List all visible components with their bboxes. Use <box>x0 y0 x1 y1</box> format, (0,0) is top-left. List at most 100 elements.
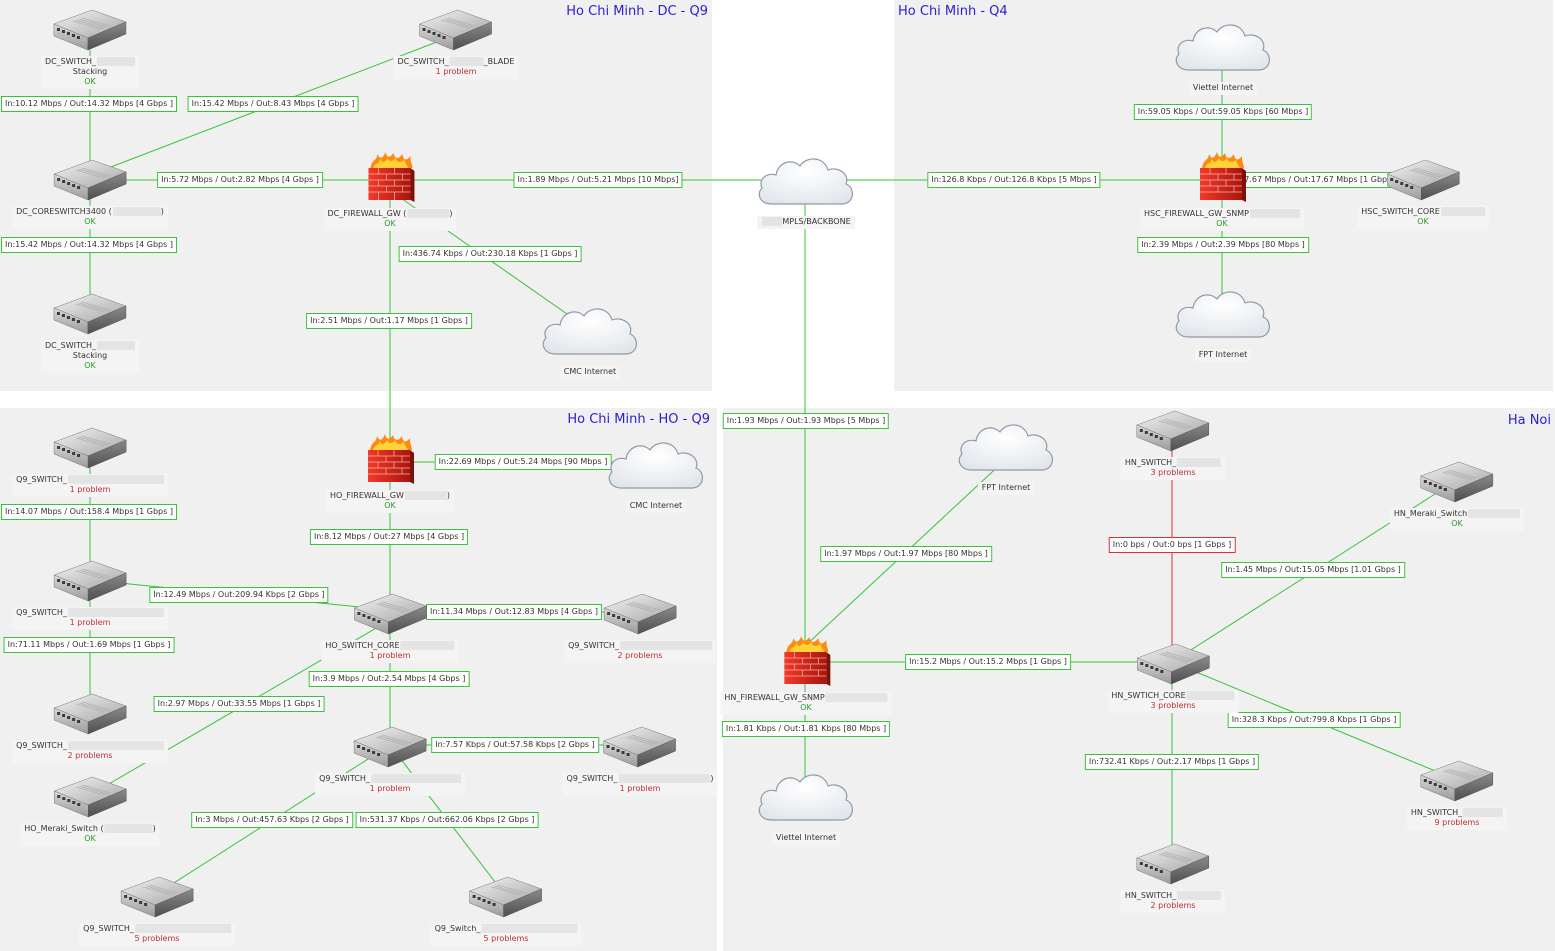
node-ho-q9-switch-bottom-left[interactable]: Q9_SWITCH_ 5 problems <box>79 873 235 946</box>
node-dc-firewall[interactable]: DC_FIREWALL_GW () OK <box>323 152 457 231</box>
link-label[interactable]: In:15.42 Mbps / Out:8.43 Mbps [4 Gbps ] <box>187 96 359 112</box>
node-name: HN_FIREWALL_GW_SNMP <box>724 693 888 703</box>
link-label-down[interactable]: In:0 bps / Out:0 bps [1 Gbps ] <box>1108 537 1236 553</box>
node-hn-switch-core[interactable]: HN_SWTICH_CORE 3 problems <box>1107 640 1239 713</box>
node-ho-q9-switch-bottom-right[interactable]: Q9_Switch_ 5 problems <box>430 873 582 946</box>
node-caption: DC_SWITCH_ Stacking OK <box>40 340 140 373</box>
link-label[interactable]: In:15.42 Mbps / Out:14.32 Mbps [4 Gbps ] <box>1 237 177 253</box>
node-name: Viettel Internet <box>775 833 837 842</box>
link-label[interactable]: In:328.3 Kbps / Out:799.8 Kbps [1 Gbps ] <box>1227 712 1401 728</box>
network-switch-icon <box>52 557 128 607</box>
link-label[interactable]: In:11.34 Mbps / Out:12.83 Mbps [4 Gbps ] <box>426 604 602 620</box>
node-name: HSC_FIREWALL_GW_SNMP <box>1144 209 1301 219</box>
node-name: Q9_SWITCH_ <box>16 608 164 618</box>
link-label[interactable]: In:1.97 Mbps / Out:1.97 Mbps [80 Mbps ] <box>820 546 992 562</box>
node-dc-coreswitch[interactable]: DC_CORESWITCH3400 () OK <box>12 156 168 229</box>
network-switch-icon <box>352 590 428 640</box>
link-label[interactable]: In:2.51 Mbps / Out:1.17 Mbps [1 Gbps ] <box>306 313 472 329</box>
link-label[interactable]: In:126.8 Kbps / Out:126.8 Kbps [5 Mbps ] <box>927 172 1101 188</box>
node-q4-firewall[interactable]: HSC_FIREWALL_GW_SNMP OK <box>1139 152 1305 231</box>
link-label[interactable]: In:2.39 Mbps / Out:2.39 Mbps [80 Mbps ] <box>1137 237 1309 253</box>
link-label[interactable]: In:436.74 Kbps / Out:230.18 Kbps [1 Gbps… <box>398 246 582 262</box>
network-switch-icon <box>1385 156 1461 206</box>
node-hn-firewall[interactable]: HN_FIREWALL_GW_SNMP OK <box>720 636 892 715</box>
network-switch-icon <box>52 424 128 474</box>
link-label[interactable]: In:732.41 Kbps / Out:2.17 Mbps [1 Gbps ] <box>1084 754 1260 770</box>
link-label[interactable]: In:2.97 Mbps / Out:33.55 Mbps [1 Gbps ] <box>153 696 325 712</box>
node-hn-meraki-switch[interactable]: HN_Meraki_Switch OK <box>1389 458 1525 531</box>
node-dc-switch-blade[interactable]: DC_SWITCH__BLADE 1 problem <box>393 6 519 79</box>
node-name: HO_SWITCH_CORE <box>325 641 455 651</box>
node-ho-q9-switch-mid[interactable]: Q9_SWITCH_ 1 problem <box>315 723 465 796</box>
link-label[interactable]: In:22.69 Mbps / Out:5.24 Mbps [90 Mbps ] <box>434 454 612 470</box>
link-label[interactable]: In:1.81 Kbps / Out:1.81 Kbps [80 Mbps ] <box>721 721 891 737</box>
node-hn-fpt-internet[interactable]: FPT Internet <box>954 416 1058 495</box>
node-hn-switch-bottom[interactable]: HN_SWITCH_ 2 problems <box>1120 840 1226 913</box>
node-q4-switch-core[interactable]: HSC_SWITCH_CORE OK <box>1357 156 1489 229</box>
link-label[interactable]: In:7.57 Kbps / Out:57.58 Kbps [2 Gbps ] <box>431 737 599 753</box>
link-label[interactable]: In:10.12 Mbps / Out:14.32 Mbps [4 Gbps ] <box>1 96 177 112</box>
network-switch-icon <box>468 873 544 923</box>
node-caption: HO_SWITCH_CORE 1 problem <box>321 640 459 663</box>
cloud-icon <box>604 434 708 500</box>
node-dc-switch-stacking-2[interactable]: DC_SWITCH_ Stacking OK <box>40 290 140 373</box>
node-ho-q9-switch-3[interactable]: Q9_SWITCH_ 2 problems <box>12 690 168 763</box>
node-name: Q9_SWITCH_ <box>16 741 164 751</box>
node-caption: FPT Internet <box>1194 349 1252 362</box>
link-label[interactable]: In:59.05 Kbps / Out:59.05 Kbps [60 Mbps … <box>1133 104 1313 120</box>
cloud-icon <box>538 300 642 366</box>
link-label[interactable]: In:531.37 Kbps / Out:662.06 Kbps [2 Gbps… <box>355 812 539 828</box>
node-status: 1 problem <box>369 784 411 793</box>
link-label[interactable]: In:71.11 Mbps / Out:1.69 Mbps [1 Gbps ] <box>3 637 175 653</box>
node-caption: DC_SWITCH_ Stacking OK <box>40 56 140 89</box>
node-hn-switch-top[interactable]: HN_SWITCH_ 3 problems <box>1120 407 1226 480</box>
node-name: HN_SWITCH_ <box>1411 808 1504 818</box>
node-status: 2 problems <box>1150 901 1196 910</box>
node-ho-meraki-switch[interactable]: HO_Meraki_Switch () OK <box>20 773 160 846</box>
node-ho-q9-switch-right-2[interactable]: Q9_SWITCH_) 1 problem <box>562 723 718 796</box>
node-hn-viettel-internet[interactable]: Viettel Internet <box>754 766 858 845</box>
network-switch-icon <box>52 290 128 340</box>
node-name: DC_SWITCH_ <box>45 57 136 67</box>
link-label[interactable]: In:8.12 Mbps / Out:27 Mbps [4 Gbps ] <box>309 529 469 545</box>
node-q4-fpt-internet[interactable]: FPT Internet <box>1171 283 1275 362</box>
node-caption: Q9_SWITCH_ 5 problems <box>79 923 235 946</box>
node-name: DC_SWITCH__BLADE <box>397 57 515 66</box>
node-dc-switch-stacking-1[interactable]: DC_SWITCH_ Stacking OK <box>40 6 140 89</box>
node-name: Viettel Internet <box>1192 83 1254 92</box>
node-dc-cmc-internet[interactable]: CMC Internet <box>538 300 642 379</box>
node-status: 1 problem <box>69 485 111 494</box>
node-q4-viettel-internet[interactable]: Viettel Internet <box>1171 16 1275 95</box>
node-name: DC_SWITCH_ <box>45 341 136 351</box>
network-switch-icon <box>418 6 494 56</box>
link-label[interactable]: In:12.49 Mbps / Out:209.94 Kbps [2 Gbps … <box>149 587 329 603</box>
network-switch-icon <box>119 873 195 923</box>
link-label[interactable]: In:15.2 Mbps / Out:15.2 Mbps [1 Gbps ] <box>905 654 1071 670</box>
link-label[interactable]: In:1.93 Mbps / Out:1.93 Mbps [5 Mbps ] <box>722 413 890 429</box>
redacted-text <box>1468 509 1521 518</box>
node-name: CMC Internet <box>629 501 683 510</box>
node-caption: Q9_SWITCH_ 2 problems <box>12 740 168 763</box>
node-ho-cmc-internet[interactable]: CMC Internet <box>604 434 708 513</box>
node-status: 3 problems <box>1150 468 1196 477</box>
node-ho-q9-switch-right-1[interactable]: Q9_SWITCH_ 2 problems <box>564 590 716 663</box>
node-ho-q9-switch-1[interactable]: Q9_SWITCH_ 1 problem <box>12 424 168 497</box>
link-label[interactable]: In:1.45 Mbps / Out:15.05 Mbps [1.01 Gbps… <box>1221 562 1405 578</box>
link-label[interactable]: In:5.72 Mbps / Out:2.82 Mbps [4 Gbps ] <box>157 172 323 188</box>
node-status: 1 problem <box>619 784 661 793</box>
network-switch-icon <box>352 723 428 773</box>
redacted-text <box>1177 458 1222 467</box>
node-caption: HN_Meraki_Switch OK <box>1389 508 1525 531</box>
node-caption: Q9_SWITCH_ 1 problem <box>12 474 168 497</box>
redacted-text <box>67 741 164 750</box>
link-label[interactable]: In:1.89 Mbps / Out:5.21 Mbps [10 Mbps] <box>513 172 683 188</box>
link-label[interactable]: In:3.9 Mbps / Out:2.54 Mbps [4 Gbps ] <box>308 671 470 687</box>
node-ho-firewall[interactable]: HO_FIREWALL_GW) OK <box>326 434 454 513</box>
link-label[interactable]: In:3 Mbps / Out:457.63 Kbps [2 Gbps ] <box>191 812 353 828</box>
node-hn-switch-right[interactable]: HN_SWITCH_ 9 problems <box>1406 757 1508 830</box>
node-ho-switch-core[interactable]: HO_SWITCH_CORE 1 problem <box>321 590 459 663</box>
link-label[interactable]: In:14.07 Mbps / Out:158.4 Mbps [1 Gbps ] <box>1 504 177 520</box>
cloud-icon <box>1171 16 1275 82</box>
node-ho-q9-switch-2[interactable]: Q9_SWITCH_ 1 problem <box>12 557 168 630</box>
node-mpls-backbone[interactable]: MPLS/BACKBONE <box>754 150 858 229</box>
